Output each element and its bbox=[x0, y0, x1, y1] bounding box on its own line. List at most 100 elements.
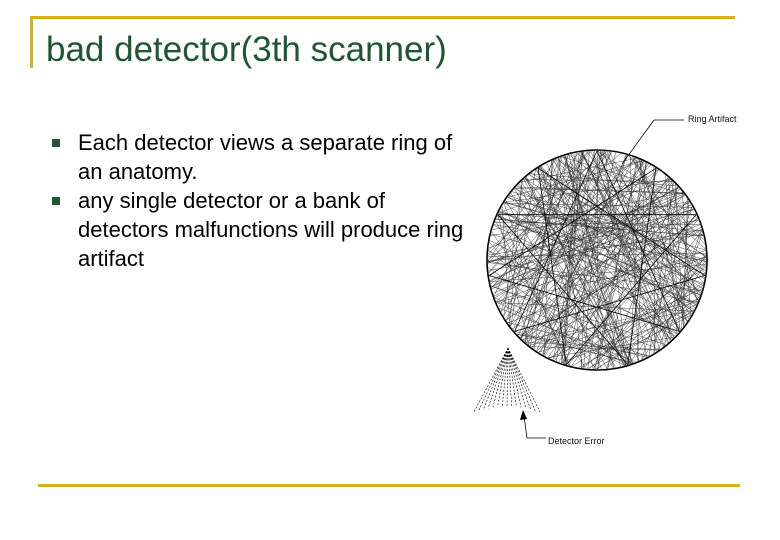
ray-line bbox=[491, 151, 610, 288]
detector-error-arrowhead bbox=[520, 410, 527, 420]
ray-line bbox=[668, 177, 681, 331]
ray-line bbox=[487, 159, 556, 262]
ray-line bbox=[519, 229, 702, 337]
ray-line bbox=[557, 158, 702, 293]
ray-line bbox=[490, 187, 679, 282]
ray-line bbox=[639, 159, 672, 341]
ray-line bbox=[597, 158, 638, 370]
ray-line bbox=[564, 155, 626, 366]
ray-line bbox=[641, 206, 693, 360]
ray-line bbox=[509, 180, 523, 326]
ray-line bbox=[507, 160, 643, 198]
ray-line bbox=[493, 224, 707, 262]
ray-line bbox=[505, 200, 608, 369]
star-line bbox=[488, 275, 680, 332]
ray-line bbox=[532, 180, 672, 349]
ray-line bbox=[487, 234, 704, 262]
ray-line bbox=[594, 162, 647, 370]
ray-line bbox=[530, 173, 678, 187]
star-line bbox=[488, 167, 657, 276]
ray-line bbox=[499, 211, 704, 284]
ray-line bbox=[592, 151, 660, 350]
ray-line bbox=[498, 160, 643, 214]
fan-beam-line bbox=[497, 347, 509, 407]
scan-circle bbox=[486, 149, 708, 371]
ray-line bbox=[538, 300, 699, 353]
ray-line bbox=[496, 224, 701, 303]
ray-line bbox=[570, 154, 657, 352]
ray-line bbox=[671, 180, 698, 303]
ray-line bbox=[497, 214, 697, 304]
ray-line bbox=[552, 151, 606, 360]
ray-line bbox=[562, 156, 682, 330]
ray-line bbox=[517, 185, 694, 312]
ray-line bbox=[506, 154, 569, 321]
ray-line bbox=[512, 201, 690, 329]
ray-line bbox=[563, 156, 701, 294]
ring-artifact-label: Ring Artifact bbox=[688, 114, 737, 124]
frame-top-line bbox=[30, 16, 735, 19]
star-line bbox=[565, 214, 697, 365]
bullet-list: Each detector views a separate ring of a… bbox=[48, 128, 468, 273]
ray-line bbox=[663, 232, 703, 347]
star-line bbox=[627, 168, 657, 365]
slide-title: bad detector(3th scanner) bbox=[46, 30, 447, 69]
ray-line bbox=[514, 188, 683, 193]
detector-error-label: Detector Error bbox=[548, 436, 605, 446]
ray-line bbox=[506, 178, 670, 321]
ray-line bbox=[496, 301, 625, 366]
ray-line bbox=[657, 229, 702, 351]
ray-line bbox=[507, 250, 706, 324]
fan-beam-line bbox=[478, 347, 509, 411]
ray-line bbox=[517, 333, 634, 363]
ray-line bbox=[560, 152, 580, 364]
ray-line bbox=[487, 260, 698, 303]
bullet-text: any single detector or a bank of detecto… bbox=[78, 188, 464, 271]
ring-artifact-diagram: Ring Artifact Detector Error bbox=[473, 114, 737, 446]
bullet-text: Each detector views a separate ring of a… bbox=[78, 130, 453, 184]
frame-bottom-line bbox=[38, 484, 740, 487]
ray-line bbox=[504, 201, 707, 261]
ray-line bbox=[541, 165, 675, 338]
ray-line bbox=[604, 151, 627, 366]
fan-beam-line bbox=[507, 347, 527, 409]
ray-line bbox=[507, 322, 647, 358]
ray-line bbox=[525, 177, 626, 366]
ray-line bbox=[487, 153, 621, 261]
ray-line bbox=[665, 175, 678, 335]
ray-line bbox=[572, 282, 704, 367]
ray-line bbox=[503, 151, 584, 317]
ray-line bbox=[538, 182, 675, 353]
ray-line bbox=[494, 195, 685, 298]
ray-line bbox=[487, 262, 702, 291]
bullet-item: any single detector or a bank of detecto… bbox=[48, 186, 468, 273]
fan-beam-line bbox=[487, 347, 509, 409]
ray-line bbox=[529, 174, 694, 312]
ray-line bbox=[560, 312, 693, 364]
ray-line bbox=[552, 169, 659, 360]
square-bullet-icon bbox=[52, 139, 60, 147]
ray-line bbox=[592, 230, 703, 370]
ray-line bbox=[530, 160, 554, 347]
ray-line bbox=[488, 229, 702, 271]
ray-line bbox=[653, 166, 655, 353]
ray-line bbox=[493, 157, 562, 296]
ray-line bbox=[489, 193, 684, 281]
ray-line bbox=[488, 252, 706, 257]
fan-beam-line bbox=[507, 347, 517, 407]
ray-line bbox=[530, 173, 706, 271]
ray-line bbox=[557, 158, 707, 257]
ray-line bbox=[571, 199, 688, 367]
ray-line bbox=[514, 188, 704, 286]
square-bullet-icon bbox=[52, 197, 60, 205]
ray-line bbox=[561, 156, 685, 195]
star-line bbox=[497, 214, 629, 365]
star-line bbox=[596, 150, 680, 332]
star-line bbox=[514, 275, 706, 332]
ray-line bbox=[487, 152, 580, 264]
ray-line bbox=[648, 182, 674, 356]
ray-line bbox=[488, 150, 603, 274]
ray-line bbox=[589, 255, 707, 369]
ray-line bbox=[528, 174, 706, 268]
ray-line bbox=[491, 208, 694, 287]
